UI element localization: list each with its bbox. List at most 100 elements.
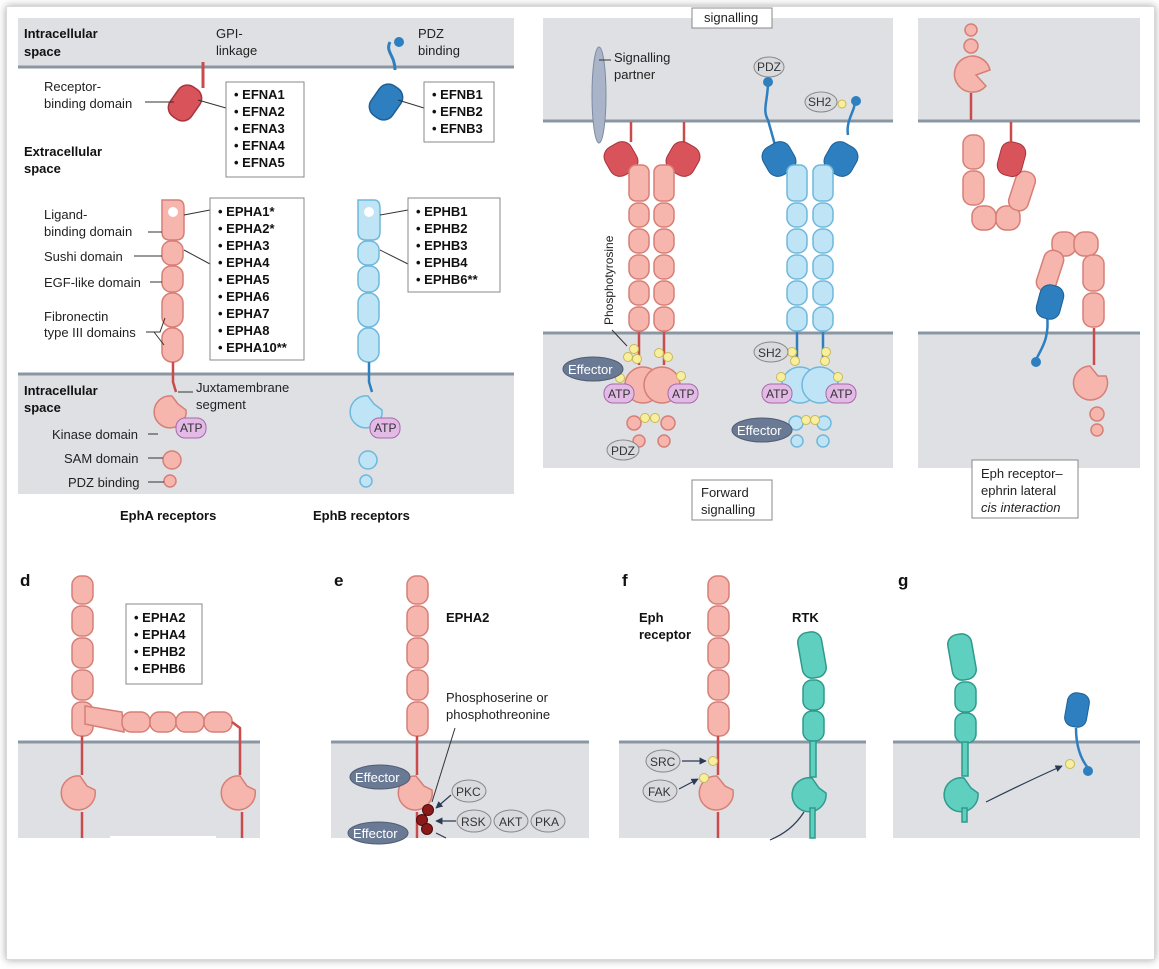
epha-item: • EPHA8: [218, 323, 270, 338]
panel-a: Intracellular space Extracellular space …: [24, 26, 501, 523]
epha-item: • EPHA1*: [218, 204, 276, 219]
atp-label: ATP: [766, 387, 788, 401]
ephb-leader-lines: [379, 209, 409, 265]
pdz-label: PDZ: [757, 60, 781, 74]
efna-item: • EFNA1: [234, 87, 285, 102]
ligand-binding-domain-label: Ligand- binding domain: [44, 207, 132, 239]
rsk-badge: [456, 809, 492, 833]
top-caption: signalling: [704, 10, 758, 25]
epha-receptor: [153, 199, 187, 488]
ephb-item: • EPHB1: [416, 204, 468, 219]
panel-e: e EPHA2 Phosphoserine or phosphothreonin…: [334, 571, 566, 845]
atp-label: ATP: [180, 421, 202, 435]
panel-d-letter: d: [20, 571, 30, 590]
panel-g-ephrin-b: [1064, 692, 1090, 728]
atp-label: ATP: [374, 421, 396, 435]
cis-ephrin-b: [1035, 284, 1065, 320]
rtk-receptor: [791, 631, 827, 839]
pdz-binding-top-label: PDZ binding: [418, 26, 460, 58]
ephb-list-box: [407, 197, 501, 293]
ephrin-a-ligand: [145, 62, 227, 122]
eph-receptor-label: Eph receptor: [639, 610, 691, 642]
atp-badge: [175, 417, 207, 439]
sam-domain-label: SAM domain: [64, 451, 138, 466]
epha-item: • EPHA2*: [218, 221, 276, 236]
src-label: SRC: [650, 755, 676, 769]
atp-badge: [603, 383, 635, 404]
epha-item: • EPHA3: [218, 238, 270, 253]
effector-badge: [347, 821, 409, 845]
effector-label: Effector: [568, 362, 613, 377]
top-caption-box: [691, 7, 773, 29]
kinase-domain-label: Kinase domain: [52, 427, 138, 442]
effector-label: Effector: [737, 423, 782, 438]
epha-receptor-pair: [624, 164, 681, 448]
efna-item: • EFNA2: [234, 104, 285, 119]
ephb-list: • EPHB1 • EPHB2 • EPHB3 • EPHB4 • EPHB6*…: [416, 204, 479, 287]
pdz-badge: [606, 439, 640, 461]
atp-badge: [825, 383, 857, 404]
cis-receptor-bottom: [1035, 231, 1109, 437]
forward-signalling-box: [691, 479, 773, 521]
cis-receptor-top: [953, 23, 1037, 231]
efna-item: • EFNA4: [234, 138, 286, 153]
efna-list-box: [225, 81, 305, 178]
rsk-label: RSK: [461, 815, 486, 829]
gpi-linkage-label: GPI- linkage: [216, 26, 257, 58]
panel-d: d • EPHA2 • EPHA4 • EPHB2 • EPHB6: [20, 571, 256, 840]
pkc-badge: [451, 779, 487, 803]
forward-signalling-caption: Forward signalling: [701, 485, 755, 517]
epha-item: • EPHA7: [218, 306, 270, 321]
efnb-item: • EFNB1: [432, 87, 483, 102]
epha-item: • EPHA4: [218, 255, 270, 270]
efna-list: • EFNA1 • EFNA2 • EFNA3 • EFNA4 • EFNA5: [234, 87, 286, 170]
atp-badge: [667, 383, 699, 404]
pdz-binding-label: PDZ binding: [68, 475, 140, 490]
panel-d-list-box: [125, 603, 203, 685]
efnb-item: • EFNB3: [432, 121, 483, 136]
panel-e-letter: e: [334, 571, 343, 590]
effector-badge: [349, 764, 411, 790]
signalling-partner-label: Signalling partner: [614, 50, 674, 82]
juxtamembrane-label: Juxtamembrane segment: [196, 380, 293, 412]
panel-g: g: [898, 571, 1093, 823]
pka-badge: [530, 809, 566, 833]
fak-label: FAK: [648, 785, 671, 799]
ephb-caption: EphB receptors: [313, 508, 410, 523]
ephb-item: • EPHB4: [416, 255, 468, 270]
ephrin-b-ligand: [368, 37, 425, 121]
akt-badge: [493, 809, 529, 833]
ephrin-a-pair: [603, 122, 701, 177]
ephb-item: • EPHB3: [416, 238, 468, 253]
efna-item: • EFNA5: [234, 155, 285, 170]
cis-caption-box: [971, 459, 1079, 519]
sushi-domain-label: Sushi domain: [44, 249, 123, 264]
sh2-label: SH2: [808, 95, 832, 109]
extracellular-space-label: Extracellular space: [24, 144, 106, 176]
ephb-item: • EPHB2: [416, 221, 468, 236]
panel-b: signalling Signalling partner: [562, 7, 861, 521]
phosphoserine-dots: [416, 804, 434, 835]
effector-badge: [562, 356, 624, 382]
panel-e-title: EPHA2: [446, 610, 489, 625]
ephb-item: • EPHB6**: [416, 272, 479, 287]
epha-item: • EPHA10**: [218, 340, 288, 355]
efnb-list-box: [423, 81, 495, 143]
atp-label: ATP: [672, 387, 694, 401]
egf-like-domain-label: EGF-like domain: [44, 275, 141, 290]
intracellular-space-bottom-label: Intracellular space: [24, 383, 101, 415]
sh2-badge: [753, 341, 789, 363]
receptor-binding-domain-label: Receptor- binding domain: [44, 79, 132, 111]
panel-d-item: • EPHA2: [134, 610, 186, 625]
rtk-label: RTK: [792, 610, 819, 625]
panel-d-item: • EPHB6: [134, 661, 186, 676]
panel-d-item: • EPHA4: [134, 627, 186, 642]
akt-label: AKT: [499, 815, 523, 829]
panel-d-list: • EPHA2 • EPHA4 • EPHB2 • EPHB6: [134, 610, 186, 676]
atp-badge: [761, 383, 793, 404]
epha-caption: EphA receptors: [120, 508, 216, 523]
effector-badge: [731, 417, 793, 443]
cis-ephrin-a: [996, 141, 1027, 178]
epha-leader-lines: [134, 209, 211, 483]
